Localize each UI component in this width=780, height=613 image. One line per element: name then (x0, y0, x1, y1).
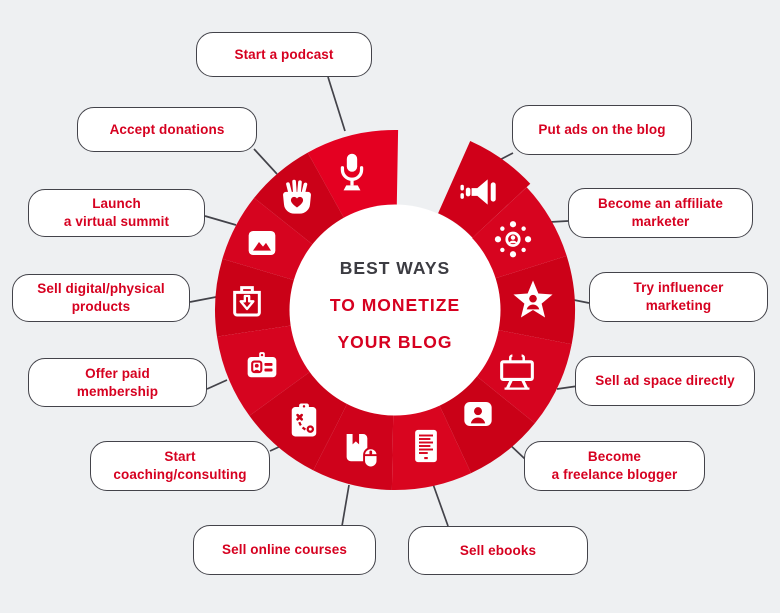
label-box-try-influencer-marketing: Try influencer marketing (589, 272, 768, 322)
affiliate-network-icon (491, 218, 535, 262)
title-line-1: BEST WAYS (339, 258, 451, 278)
label-box-sell-ebooks: Sell ebooks (408, 526, 588, 575)
connector-summit (204, 215, 237, 226)
label-box-start-a-podcast: Start a podcast (196, 32, 372, 77)
billboard-icon (494, 348, 540, 394)
label-text: Accept donations (109, 121, 225, 137)
ring-segment-products (215, 258, 295, 337)
influencer-star-icon (510, 277, 556, 323)
label-box-accept-donations: Accept donations (77, 107, 257, 152)
picture-icon (242, 223, 282, 263)
label-box-sell-online-courses: Sell online courses (193, 525, 376, 575)
label-text: Start coaching/consulting (113, 449, 247, 482)
connector-lines (189, 76, 590, 527)
label-text: Try influencer marketing (633, 280, 724, 313)
label-text: Launch a virtual summit (63, 196, 170, 229)
center-circle (289, 204, 501, 416)
book-and-mouse-icon (338, 426, 384, 472)
connector-adspace (556, 385, 579, 390)
strategy-clipboard-icon (283, 399, 325, 441)
label-box-sell-digital-physical-products: Sell digital/physical products (12, 274, 190, 322)
label-text: Offer paid membership (76, 365, 159, 399)
label-box-become-an-affiliate-marketer: Become an affiliate marketer (568, 188, 753, 238)
connector-podcast (327, 76, 346, 132)
label-box-start-coaching-consulting: Start coaching/consulting (90, 441, 270, 491)
ring-segment-affiliate (471, 187, 567, 279)
microphone-icon (329, 149, 375, 195)
title-line-3: YOUR BLOG (337, 332, 453, 352)
hand-heart-icon (275, 175, 319, 219)
person-card-icon (458, 394, 498, 434)
label-box-become-a-freelance-blogger: Become a freelance blogger (524, 441, 705, 491)
label-text: Become an affiliate marketer (598, 196, 723, 229)
download-box-icon (227, 280, 267, 320)
ereader-icon (405, 425, 447, 467)
label-box-launch-a-virtual-summit: Launch a virtual summit (28, 189, 205, 237)
ring-segment-podcast (307, 129, 399, 219)
connector-ebooks (432, 483, 449, 527)
connector-influencer (573, 299, 590, 304)
connector-affiliate (549, 220, 569, 223)
id-card-icon (241, 343, 283, 385)
label-text: Sell online courses (222, 542, 347, 558)
title-line-2: TO MONETIZE (329, 295, 461, 315)
ring-segment-adspace (476, 330, 572, 424)
label-text: Put ads on the blog (538, 122, 666, 138)
label-box-put-ads-on-the-blog: Put ads on the blog (512, 105, 692, 155)
label-text: Start a podcast (234, 46, 334, 62)
connector-products (189, 296, 217, 303)
label-box-offer-paid-membership: Offer paid membership (28, 358, 207, 407)
label-box-sell-ad-space-directly: Sell ad space directly (575, 356, 755, 406)
label-text: Sell ad space directly (595, 373, 735, 389)
label-text: Sell ebooks (459, 542, 537, 558)
connector-donations (253, 148, 278, 175)
connector-membership (206, 379, 228, 390)
label-text: Sell digital/physical products (37, 281, 165, 314)
megaphone-icon (457, 169, 503, 215)
connector-courses (341, 484, 350, 527)
infographic-title: BEST WAYS TO MONETIZE YOUR BLOG (285, 250, 505, 361)
label-text: Become a freelance blogger (551, 449, 678, 482)
